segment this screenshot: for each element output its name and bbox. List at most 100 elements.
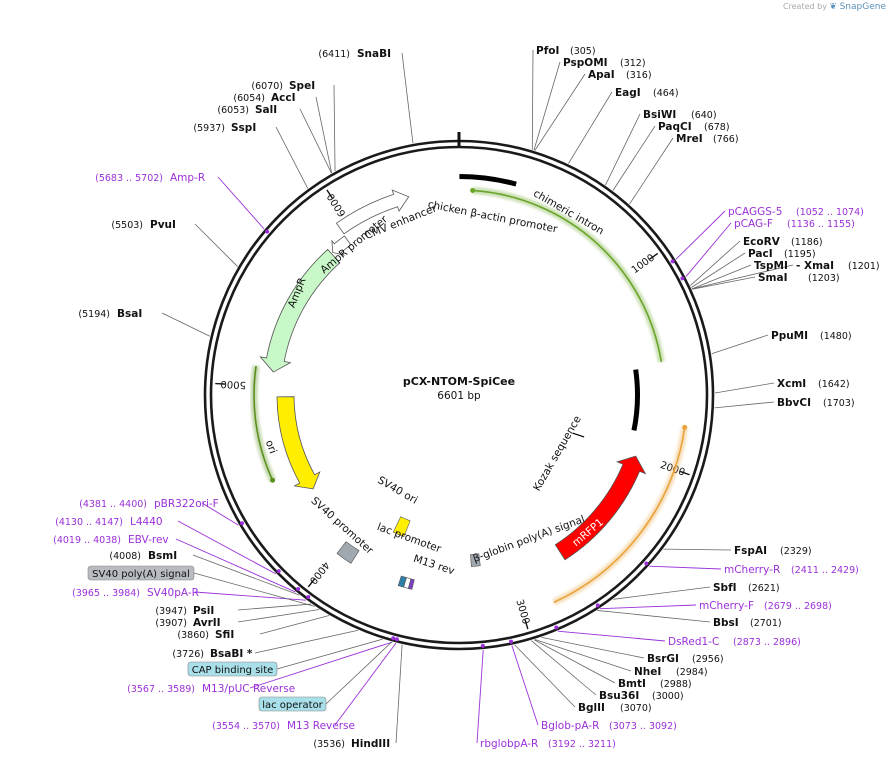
restriction-site-bglii[interactable]: BglII(3070) bbox=[578, 702, 652, 714]
primer-arc-head bbox=[682, 424, 688, 430]
restriction-site-spei[interactable]: (6070)SpeI bbox=[251, 80, 315, 92]
restriction-site-bsabi[interactable]: (3726)BsaBI * bbox=[172, 648, 252, 660]
leader-line bbox=[675, 210, 726, 260]
credit-text: Created by bbox=[782, 2, 827, 11]
primer-pcaggs-5[interactable]: pCAGGS-5(1052 .. 1074) bbox=[728, 206, 864, 218]
primer-mcherry-f[interactable]: mCherry-F(2679 .. 2698) bbox=[699, 600, 832, 612]
leader-line bbox=[605, 113, 641, 186]
primer-dsred1-c[interactable]: DsRed1-C(2873 .. 2896) bbox=[668, 636, 801, 648]
restriction-site-snabi[interactable]: (6411)SnaBI bbox=[318, 48, 391, 60]
restriction-site-ecorv[interactable]: EcoRV (1186) bbox=[743, 236, 823, 248]
restriction-site-avrii[interactable]: (3907)AvrII bbox=[155, 617, 220, 629]
primer-name: M13/pUC Reverse bbox=[202, 683, 295, 695]
primer-bglob-pa-r[interactable]: Bglob-pA-R(3073 .. 3092) bbox=[541, 720, 677, 732]
site-name: SfiI bbox=[215, 629, 234, 641]
restriction-site-xcmi[interactable]: XcmI (1642) bbox=[777, 378, 850, 390]
site-name: HindIII bbox=[351, 738, 390, 750]
boxed-label-cap-binding-site[interactable]: CAP binding site bbox=[187, 661, 278, 677]
leader-line bbox=[237, 603, 312, 611]
restriction-site-sfii[interactable]: (3860)SfiI bbox=[177, 629, 234, 641]
restriction-site-sspi[interactable]: (5937)SspI bbox=[193, 122, 256, 134]
boxed-label-lac-operator[interactable]: lac operator bbox=[258, 696, 327, 712]
site-name: SnaBI bbox=[357, 48, 391, 60]
leader-line bbox=[299, 108, 332, 174]
feature-kozak-sequence bbox=[572, 432, 585, 438]
site-position: (3947) bbox=[155, 606, 187, 617]
restriction-site-pspomi[interactable]: PspOMI(312) bbox=[563, 57, 646, 69]
site-name: SmaI bbox=[758, 272, 788, 284]
primer-amp-r[interactable]: (5683 .. 5702)Amp-R bbox=[95, 172, 205, 184]
primer-name: M13 Reverse bbox=[287, 720, 355, 732]
leader-line bbox=[249, 641, 393, 689]
restriction-site-bmti[interactable]: BmtI(2988) bbox=[618, 678, 692, 690]
restriction-site-tspmi[interactable]: TspMI bbox=[754, 260, 788, 272]
restriction-site-paci[interactable]: PacI(1195) bbox=[748, 248, 816, 260]
restriction-site-bsmi[interactable]: (4008)BsmI bbox=[109, 550, 177, 562]
restriction-site-paqci[interactable]: PaqCI(678) bbox=[658, 121, 730, 133]
restriction-site-ppumi[interactable]: PpuMI(1480) bbox=[771, 330, 852, 342]
primer-rbglobpa-r[interactable]: rbglobpA-R(3192 .. 3211) bbox=[480, 738, 616, 750]
restriction-site-sali[interactable]: (6053)SalI bbox=[217, 104, 277, 116]
primer-site-marker bbox=[595, 603, 600, 608]
restriction-site-hindiii[interactable]: (3536)HindIII bbox=[313, 738, 390, 750]
site-position: (1642) bbox=[818, 379, 850, 390]
primer-l4440[interactable]: (4130 .. 4147)L4440 bbox=[55, 516, 162, 528]
site-name: BbvCI bbox=[777, 397, 811, 409]
leader-line bbox=[541, 636, 645, 659]
primer-arc-head bbox=[270, 477, 276, 483]
restriction-site-fspai[interactable]: FspAI(2329) bbox=[734, 545, 812, 557]
tick-mark bbox=[649, 252, 659, 260]
tick-label: 3000 bbox=[513, 598, 531, 626]
primer-m13-puc-reverse[interactable]: (3567 .. 3589)M13/pUC Reverse bbox=[127, 683, 295, 695]
restriction-site-smai[interactable]: SmaI (1203) bbox=[758, 272, 840, 284]
restriction-site-eagi[interactable]: EagI(464) bbox=[615, 87, 679, 99]
restriction-site-bsu36i[interactable]: Bsu36I(3000) bbox=[599, 690, 684, 702]
restriction-site-apai[interactable]: ApaI(316) bbox=[588, 69, 652, 81]
primer-name: Amp-R bbox=[170, 172, 205, 184]
leader-line bbox=[663, 548, 732, 551]
restriction-site-nhei[interactable]: NheI(2984) bbox=[634, 666, 708, 678]
site-name: EcoRV bbox=[743, 236, 781, 248]
site-name: AvrII bbox=[193, 617, 221, 629]
site-name: SalI bbox=[255, 104, 277, 116]
site-position: (3000) bbox=[652, 691, 684, 702]
restriction-site-bsiwi[interactable]: BsiWI(640) bbox=[643, 109, 717, 121]
primer-name: Bglob-pA-R bbox=[541, 720, 599, 732]
primer-mcherry-r[interactable]: mCherry-R(2411 .. 2429) bbox=[724, 564, 859, 576]
site-position: (1186) bbox=[791, 237, 823, 248]
primer-ebv-rev[interactable]: (4019 .. 4038)EBV-rev bbox=[53, 534, 169, 546]
restriction-site-bsrgi[interactable]: BsrGI(2956) bbox=[647, 653, 724, 665]
site-position: (1203) bbox=[808, 273, 840, 284]
primer-m13-reverse[interactable]: (3554 .. 3570)M13 Reverse bbox=[212, 720, 355, 732]
site-name: SspI bbox=[231, 122, 256, 134]
site-name: MreI bbox=[676, 133, 703, 145]
restriction-site-sbfi[interactable]: SbfI(2621) bbox=[713, 582, 780, 594]
primer-name: DsRed1-C bbox=[668, 636, 719, 648]
restriction-site-pvui[interactable]: (5503)PvuI bbox=[111, 219, 176, 231]
restriction-site-pfoi[interactable]: PfoI(305) bbox=[536, 45, 596, 57]
restriction-site-bbsi[interactable]: BbsI(2701) bbox=[713, 617, 782, 629]
site-name: XcmI bbox=[777, 378, 806, 390]
leader-line bbox=[333, 84, 336, 172]
leader-line bbox=[691, 264, 752, 290]
primer-site-marker bbox=[296, 586, 301, 591]
label-ori: ori bbox=[263, 438, 279, 455]
primer-sv40pa-r[interactable]: (3965 .. 3984)SV40pA-R bbox=[72, 587, 199, 599]
feature-chimeric-intron bbox=[631, 369, 640, 431]
restriction-site-mrei[interactable]: MreI(766) bbox=[676, 133, 739, 145]
primer-name: pCAG-F bbox=[734, 218, 773, 230]
primer-pcag-f[interactable]: pCAG-F(1136 .. 1155) bbox=[734, 218, 855, 230]
primer-pbr322ori-f[interactable]: (4381 .. 4400)pBR322ori-F bbox=[79, 498, 219, 510]
feature-ampr bbox=[259, 248, 341, 373]
leader-line bbox=[534, 73, 586, 151]
site-name: EagI bbox=[615, 87, 641, 99]
leader-line bbox=[691, 264, 794, 290]
boxed-label-sv40-poly-a-signal[interactable]: SV40 poly(A) signal bbox=[87, 565, 195, 581]
restriction-site-bsai[interactable]: (5194)BsaI bbox=[78, 308, 142, 320]
site-position: (678) bbox=[704, 122, 730, 133]
restriction-site-bbvci[interactable]: BbvCI(1703) bbox=[777, 397, 855, 409]
restriction-site-psii[interactable]: (3947)PsiI bbox=[155, 605, 214, 617]
restriction-site-xmai[interactable]: - XmaI(1201) bbox=[796, 260, 880, 272]
restriction-site-acci[interactable]: (6054)AccI bbox=[233, 92, 295, 104]
